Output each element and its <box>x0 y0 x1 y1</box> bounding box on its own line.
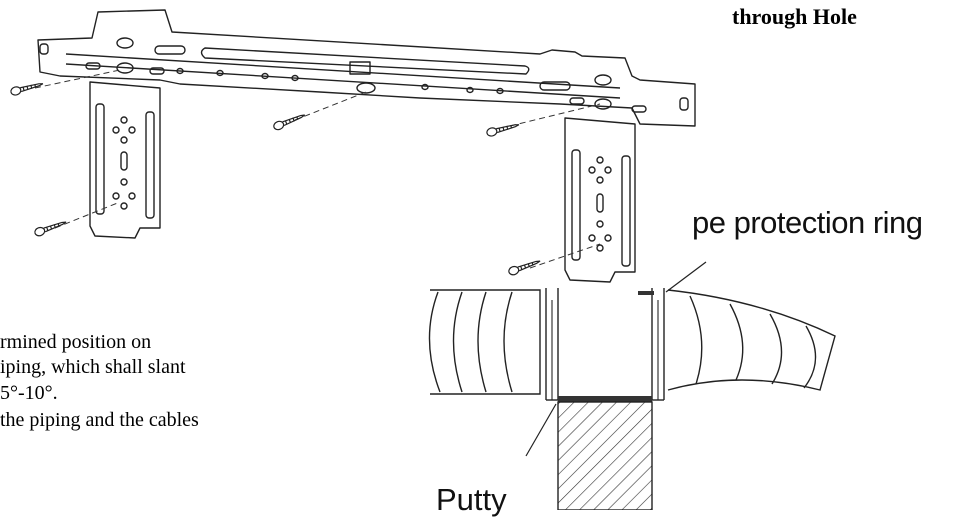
putty-band <box>558 396 652 402</box>
body-text-line-2: iping, which shall slant <box>0 356 186 378</box>
section-heading: through Hole <box>732 4 857 29</box>
body-text-line-4: the piping and the cables <box>0 409 199 431</box>
mounting-plate <box>37 9 696 127</box>
screws <box>10 83 541 276</box>
left-bracket <box>89 81 161 239</box>
wall-section <box>557 401 653 510</box>
ring-pointer <box>665 261 707 293</box>
body-text-line-1: rmined position on <box>0 331 152 353</box>
rail-holes <box>176 67 504 95</box>
left-pipe-insulation <box>430 289 541 395</box>
protection-ring-label: pe protection ring <box>692 205 923 240</box>
putty-pointer <box>525 403 557 457</box>
right-pipe-insulation <box>667 289 836 391</box>
right-bracket <box>564 117 636 283</box>
body-text-line-3: 5°-10°. <box>0 382 58 404</box>
wall-sleeve <box>545 288 665 400</box>
putty-label: Putty <box>436 482 507 517</box>
